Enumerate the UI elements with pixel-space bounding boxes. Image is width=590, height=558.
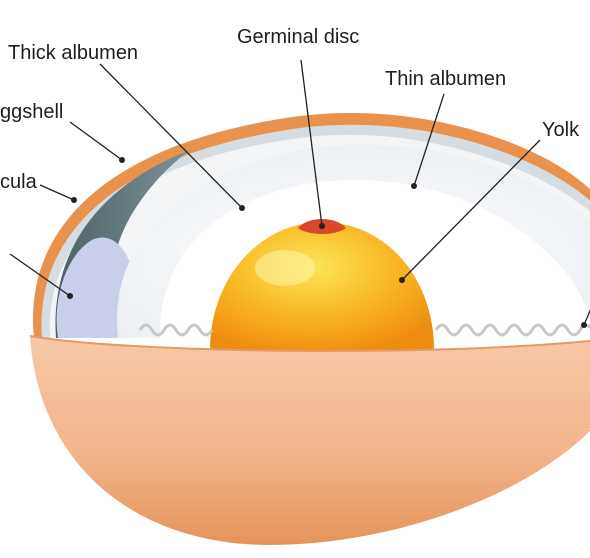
leader-air-cell: [9, 253, 71, 297]
yolk: [210, 222, 434, 350]
leader-eggshell: [69, 121, 123, 161]
leader-germinal-disc: [300, 59, 323, 227]
eggshell-lower-half: [30, 336, 590, 545]
label-thin-albumen: Thin albumen: [385, 68, 506, 90]
label-yolk: Yolk: [542, 119, 580, 141]
dot-cuticula: [71, 197, 77, 203]
dot-air-cell: [67, 293, 73, 299]
left-membrane-wave: [138, 323, 214, 337]
dot-eggshell: [119, 157, 125, 163]
yolk-highlight: [255, 250, 315, 286]
dot-germinal-disc: [319, 223, 325, 229]
dot-yolk: [399, 277, 405, 283]
right-membrane-wave: [434, 323, 590, 337]
leader-thick-albumen: [99, 63, 243, 209]
leader-lines: [9, 59, 590, 326]
label-cuticula: cula: [0, 171, 38, 193]
label-germinal-disc: Germinal disc: [237, 26, 359, 48]
leader-dots: [67, 157, 587, 328]
label-thick-albumen: Thick albumen: [8, 42, 138, 64]
leader-yolk: [401, 139, 541, 281]
dot-right-edge: [581, 322, 587, 328]
cut-edge: [29, 335, 590, 353]
leader-cuticula: [39, 184, 75, 201]
dot-thick-albumen: [239, 205, 245, 211]
label-eggshell: ggshell: [0, 101, 63, 123]
dot-thin-albumen: [411, 183, 417, 189]
leader-thin-albumen: [413, 93, 445, 187]
leader-right-edge: [583, 309, 590, 326]
